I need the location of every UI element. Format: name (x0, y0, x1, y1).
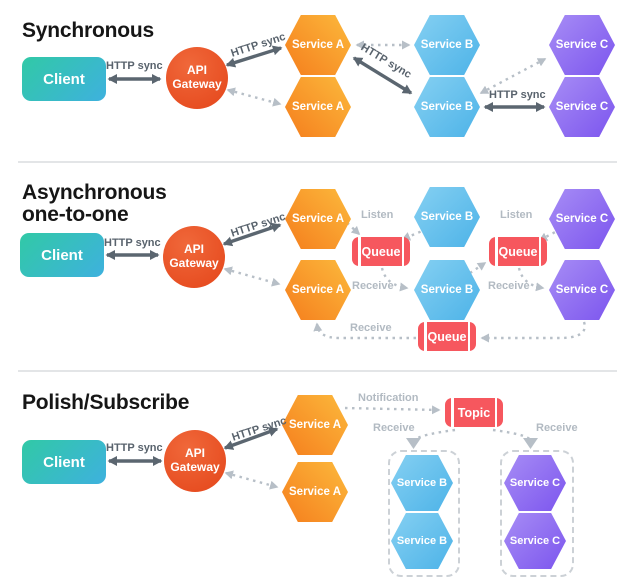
queue-node: Queue (418, 322, 476, 351)
section-divider-2 (18, 370, 617, 372)
edge-label-http-sync: HTTP sync (358, 41, 414, 81)
edge-label-http-sync: HTTP sync (229, 30, 288, 60)
section-title-async-one-to-one: Asynchronous one-to-one (22, 181, 167, 227)
edge-label-http-sync: HTTP sync (104, 237, 161, 249)
edge-label-receive: Receive (350, 322, 392, 334)
edge-label-http-sync: HTTP sync (229, 210, 288, 240)
api-gateway-node: API Gateway (164, 430, 226, 492)
service-a-node: Service A (285, 189, 351, 249)
arrow-s2-serviceB2-queue2 (469, 262, 487, 274)
service-b-node: Service B (414, 260, 480, 320)
service-a-node: Service A (282, 462, 348, 522)
edge-label-http-sync: HTTP sync (106, 60, 163, 72)
edge-label-listen: Listen (361, 209, 394, 221)
queue-node: Queue (489, 237, 547, 266)
topic-node: Topic (445, 398, 503, 427)
arrow-s1-gateway-serviceA2 (226, 87, 282, 107)
service-b-node: Service B (391, 513, 453, 569)
queue-node: Queue (352, 237, 410, 266)
edge-label-notification: Notification (358, 392, 419, 404)
service-b-node: Service B (414, 187, 480, 247)
arrowhead-s3-groupB (406, 438, 421, 449)
service-c-node: Service C (549, 77, 615, 137)
edge-label-listen: Listen (500, 209, 533, 221)
service-c-node: Service C (549, 260, 615, 320)
arrow-s3-serviceA1-topic (344, 405, 441, 415)
api-gateway-node: API Gateway (163, 226, 225, 288)
service-b-node: Service B (414, 77, 480, 137)
edge-label-http-sync: HTTP sync (230, 414, 289, 444)
arrow-s3-topic-groupC (492, 428, 533, 442)
service-c-node: Service C (504, 455, 566, 511)
arrow-s2-gateway-serviceA2 (223, 266, 281, 287)
service-a-node: Service A (285, 260, 351, 320)
section-title-synchronous: Synchronous (22, 19, 154, 42)
service-b-node: Service B (414, 15, 480, 75)
service-a-node: Service A (282, 395, 348, 455)
service-c-group (500, 450, 574, 577)
client-node: Client (20, 233, 104, 277)
arrowhead-s3-groupC (523, 438, 538, 449)
edge-label-receive: Receive (352, 280, 394, 292)
arrow-s1-serviceB2-serviceC1 (479, 57, 547, 95)
arrow-s2-serviceC2-queue3 (480, 321, 586, 343)
client-node: Client (22, 440, 106, 484)
service-b-node: Service B (391, 455, 453, 511)
service-a-node: Service A (285, 77, 351, 137)
section-title-publish-subscribe: Polish/Subscribe (22, 391, 190, 414)
edge-label-receive: Receive (488, 280, 530, 292)
edge-label-http-sync: HTTP sync (106, 442, 163, 454)
api-gateway-node: API Gateway (166, 47, 228, 109)
section-divider-1 (18, 161, 617, 163)
service-a-node: Service A (285, 15, 351, 75)
arrow-s3-topic-groupB (412, 428, 456, 442)
edge-label-receive: Receive (536, 422, 578, 434)
service-c-node: Service C (549, 189, 615, 249)
edge-label-receive: Receive (373, 422, 415, 434)
client-node: Client (22, 57, 106, 101)
service-c-node: Service C (549, 15, 615, 75)
service-c-node: Service C (504, 513, 566, 569)
edge-label-http-sync: HTTP sync (489, 89, 546, 101)
arrow-s3-gateway-serviceA2 (224, 470, 279, 490)
service-b-group (388, 450, 460, 577)
